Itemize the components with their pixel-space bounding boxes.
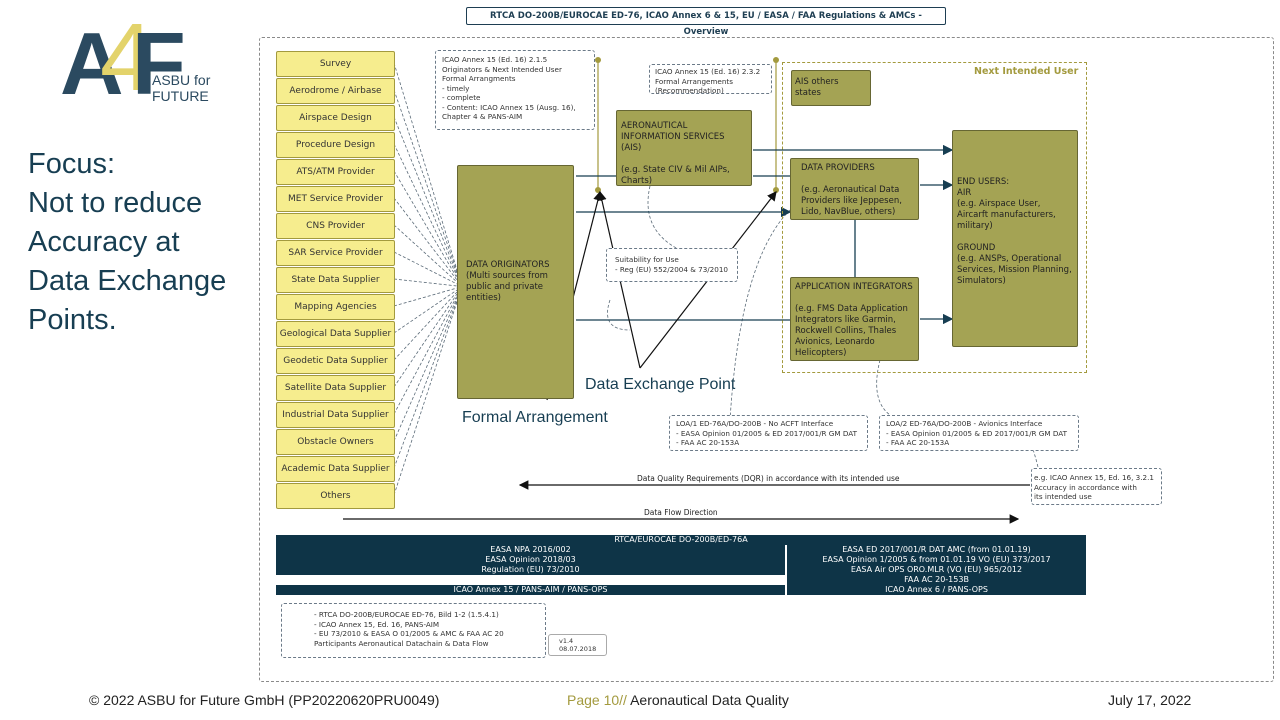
logo-text: ASBU for FUTURE [152, 72, 210, 104]
source-state-data: State Data Supplier [276, 267, 395, 293]
formal-arrangement-label: Formal Arrangement [462, 409, 608, 426]
data-exchange-point-label: Data Exchange Point [585, 376, 736, 393]
diagram-frame [259, 37, 1274, 682]
source-procedure-design: Procedure Design [276, 132, 395, 158]
table-left-row-1: EASA NPA 2016/002 [276, 545, 785, 555]
source-obstacle: Obstacle Owners [276, 429, 395, 455]
data-originators-box: DATA ORIGINATORS (Multi sources from pub… [457, 165, 574, 399]
note-annex15-3-2-1: e.g. ICAO Annex 15, Ed. 16, 3.2.1 Accura… [1031, 468, 1162, 505]
note-loa2: LOA/2 ED-76A/DO-200B - Avionics Interfac… [879, 415, 1079, 451]
logo-text-line2: FUTURE [152, 88, 209, 104]
table-right-row-4: FAA AC 20-153B [787, 575, 1086, 585]
footer-copyright: © 2022 ASBU for Future GmbH (PP20220620P… [89, 692, 440, 708]
diagram-title: RTCA DO-200B/EUROCAE ED-76, ICAO Annex 6… [466, 7, 946, 37]
source-academic: Academic Data Supplier [276, 456, 395, 482]
source-airspace-design: Airspace Design [276, 105, 395, 131]
source-geological: Geological Data Supplier [276, 321, 395, 347]
source-industrial: Industrial Data Supplier [276, 402, 395, 428]
footer-page-label: Page [567, 692, 600, 708]
note-suitability: Suitability for Use - Reg (EU) 552/2004 … [606, 248, 738, 282]
table-right-row-3: EASA Air OPS ORO.MLR (VO (EU) 965/2012 [787, 565, 1086, 575]
source-mapping: Mapping Agencies [276, 294, 395, 320]
note-annex15-2-1-5: ICAO Annex 15 (Ed. 16) 2.1.5 Originators… [435, 50, 595, 130]
table-bottom-left: ICAO Annex 15 / PANS-AIM / PANS-OPS [276, 585, 785, 595]
application-integrators-box: APPLICATION INTEGRATORS (e.g. FMS Data A… [790, 277, 919, 361]
footer-page-title: Aeronautical Data Quality [630, 692, 789, 708]
version-stamp: v1.4 08.07.2018 [548, 634, 607, 656]
source-met: MET Service Provider [276, 186, 395, 212]
note-loa1: LOA/1 ED-76A/DO-200B - No ACFT Interface… [669, 415, 868, 451]
data-flow-label: Data Flow Direction [644, 508, 718, 517]
source-survey: Survey [276, 51, 395, 77]
end-users-box: END USERS: AIR (e.g. Airspace User, Airc… [952, 130, 1078, 347]
ais-others-box: AIS others states [791, 70, 871, 106]
note-annex15-2-3-2: ICAO Annex 15 (Ed. 16) 2.3.2 Formal Arra… [649, 64, 772, 95]
table-left-row-3: Regulation (EU) 73/2010 [276, 565, 785, 575]
ais-box: AERONAUTICAL INFORMATION SERVICES (AIS) … [616, 110, 752, 186]
footer-page-number: 10 [603, 692, 620, 708]
source-cns: CNS Provider [276, 213, 395, 239]
data-providers-box: DATA PROVIDERS (e.g. Aeronautical Data P… [790, 158, 919, 220]
source-others: Others [276, 483, 395, 509]
next-intended-user-region [782, 62, 1087, 373]
table-left-row-2: EASA Opinion 2018/03 [276, 555, 785, 565]
note-references: - RTCA DO-200B/EUROCAE ED-76, Bild 1-2 (… [281, 603, 546, 658]
table-right-row-2: EASA Opinion 1/2005 & from 01.01.19 VO (… [787, 555, 1086, 565]
table-header: RTCA/EUROCAE DO-200B/ED-76A [276, 535, 1086, 545]
footer-page: Page 10// Aeronautical Data Quality [567, 692, 789, 708]
dqr-label: Data Quality Requirements (DQR) in accor… [637, 474, 900, 483]
table-right-row-1: EASA ED 2017/001/R DAT AMC (from 01.01.1… [787, 545, 1086, 555]
next-intended-user-label: Next Intended User [974, 66, 1079, 77]
table-bottom-right: ICAO Annex 6 / PANS-OPS [787, 585, 1086, 595]
source-sar: SAR Service Provider [276, 240, 395, 266]
logo-text-line1: ASBU for [152, 72, 211, 88]
source-aerodrome: Aerodrome / Airbase [276, 78, 395, 104]
footer-separator: // [619, 692, 627, 708]
source-geodetic: Geodetic Data Supplier [276, 348, 395, 374]
logo-letter-a: A [60, 14, 124, 113]
logo-digit-4: 4 [100, 4, 154, 111]
source-satellite: Satellite Data Supplier [276, 375, 395, 401]
focus-statement: Focus: Not to reduce Accuracy at Data Ex… [28, 148, 227, 336]
source-ats-atm: ATS/ATM Provider [276, 159, 395, 185]
logo-letter-f: F [132, 14, 186, 113]
footer-date: July 17, 2022 [1108, 692, 1192, 708]
